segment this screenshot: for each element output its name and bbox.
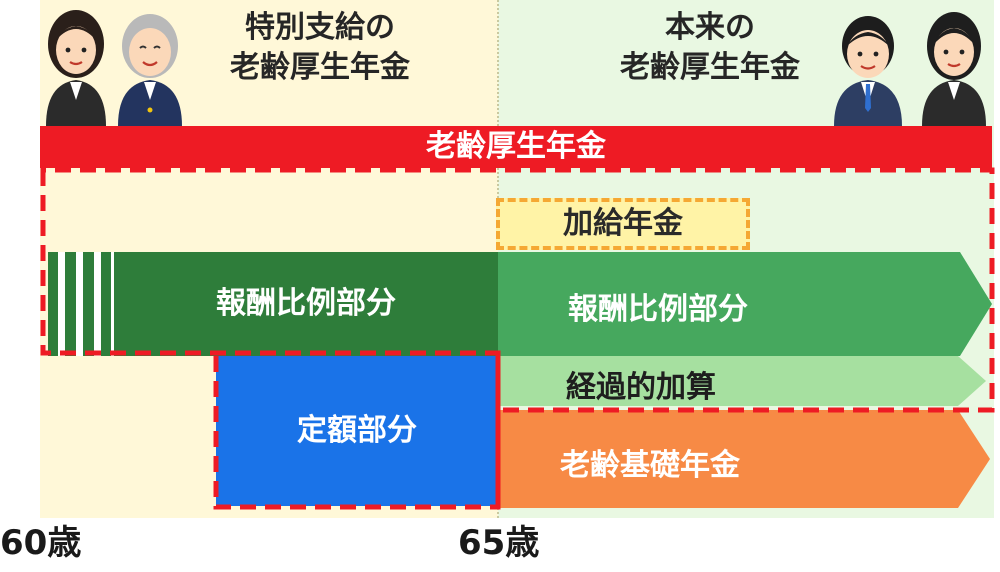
keika-kasan-arrow xyxy=(498,356,986,406)
special-pension-title-line2: 老齢厚生年金 xyxy=(230,50,410,85)
kosei-nenkin-bar: 老齢厚生年金 xyxy=(40,126,992,168)
kiso-nenkin-label: 老齢基礎年金 xyxy=(560,448,740,483)
keika-kasan-label: 経過的加算 xyxy=(566,370,716,405)
hoshu-hirei-right-label: 報酬比例部分 xyxy=(568,292,748,327)
regular-pension-title: 本来の 老齢厚生年金 xyxy=(580,8,840,88)
regular-pension-title-line1: 本来の xyxy=(665,10,755,45)
businesswoman-icon xyxy=(922,12,986,126)
police-officer-icon xyxy=(118,14,182,126)
people-right-illustration xyxy=(834,12,986,126)
age-60-label: 60歳 xyxy=(0,523,82,563)
stripe xyxy=(76,252,83,356)
special-pension-title: 特別支給の 老齢厚生年金 xyxy=(190,8,450,88)
businessman-icon xyxy=(834,16,902,126)
age-65-label: 65歳 xyxy=(458,523,540,563)
stripe xyxy=(58,252,65,356)
kiso-nenkin-arrow xyxy=(498,410,990,508)
hoshu-hirei-left-bar: 報酬比例部分 xyxy=(114,252,498,356)
kakyu-nenkin-box: 加給年金 xyxy=(496,198,750,250)
kosei-nenkin-dashed-outline xyxy=(40,167,995,413)
woman-icon xyxy=(46,10,106,126)
hoshu-hirei-arrow xyxy=(498,252,992,356)
stripe xyxy=(94,252,101,356)
people-left-illustration xyxy=(46,10,182,126)
teigaku-bubun-bar: 定額部分 xyxy=(216,356,498,506)
teigaku-dashed-outline xyxy=(213,356,501,510)
special-pension-title-line1: 特別支給の xyxy=(245,10,395,45)
regular-pension-title-line2: 老齢厚生年金 xyxy=(620,50,800,85)
